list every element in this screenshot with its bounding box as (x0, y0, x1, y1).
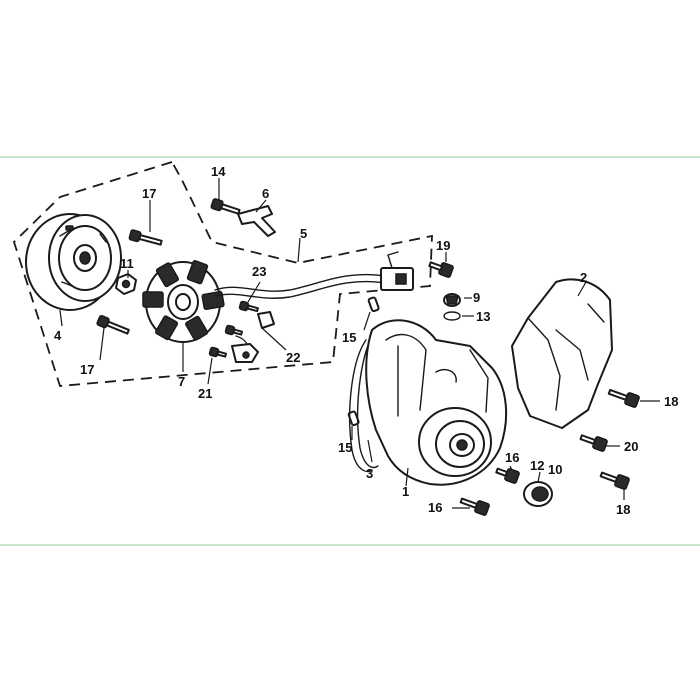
flywheel-rotor (25, 213, 122, 311)
callout-21: 21 (198, 386, 212, 401)
callout-7: 6 (262, 186, 269, 201)
dowel-pin (347, 296, 380, 427)
callout-16-bottom: 17 (80, 362, 94, 377)
cover-gasket (348, 335, 379, 473)
callout-5: 4 (54, 328, 62, 343)
wire-clamp-bracket (237, 205, 276, 237)
cap-plug (443, 293, 461, 307)
callout-15-bottom: 15 (338, 440, 352, 455)
fan-cover (365, 319, 508, 486)
callout-9: 9 (473, 290, 480, 305)
callout-11: 11 (120, 256, 134, 271)
callout-18-top: 19 (436, 238, 450, 253)
o-ring (443, 311, 461, 321)
callout-2: 2 (580, 270, 587, 285)
leader-lines (59, 178, 660, 509)
callout-13: 13 (476, 309, 490, 324)
callout-22: 22 (286, 350, 300, 365)
callout-1: 1 (402, 484, 409, 499)
callout-23: 23 (252, 264, 266, 279)
callout-labels: 17 14 6 5 11 23 4 17 7 21 22 19 9 13 15 … (54, 164, 678, 517)
callout-16-top: 17 (142, 186, 156, 201)
callout-6: 7 (178, 374, 185, 389)
pulse-pickup (231, 311, 275, 363)
callout-19: 20 (624, 439, 638, 454)
callout-10: 10 (548, 462, 562, 477)
callout-17-top: 18 (664, 394, 678, 409)
nut (115, 273, 137, 295)
callout-4: 5 (300, 226, 307, 241)
callout-14: 14 (211, 164, 226, 179)
connector (380, 251, 414, 291)
flange-bolt (96, 198, 640, 516)
callout-15-top: 15 (342, 330, 356, 345)
callout-3: 3 (366, 466, 373, 481)
shroud-cover (511, 278, 613, 429)
callout-20: 16 (428, 500, 442, 515)
callout-12: 12 (530, 458, 544, 473)
callout-17-bottom: 18 (616, 502, 630, 517)
stator-coil (142, 260, 225, 343)
callout-18-bottom: 16 (505, 450, 519, 465)
rubber-grommet (523, 481, 553, 507)
